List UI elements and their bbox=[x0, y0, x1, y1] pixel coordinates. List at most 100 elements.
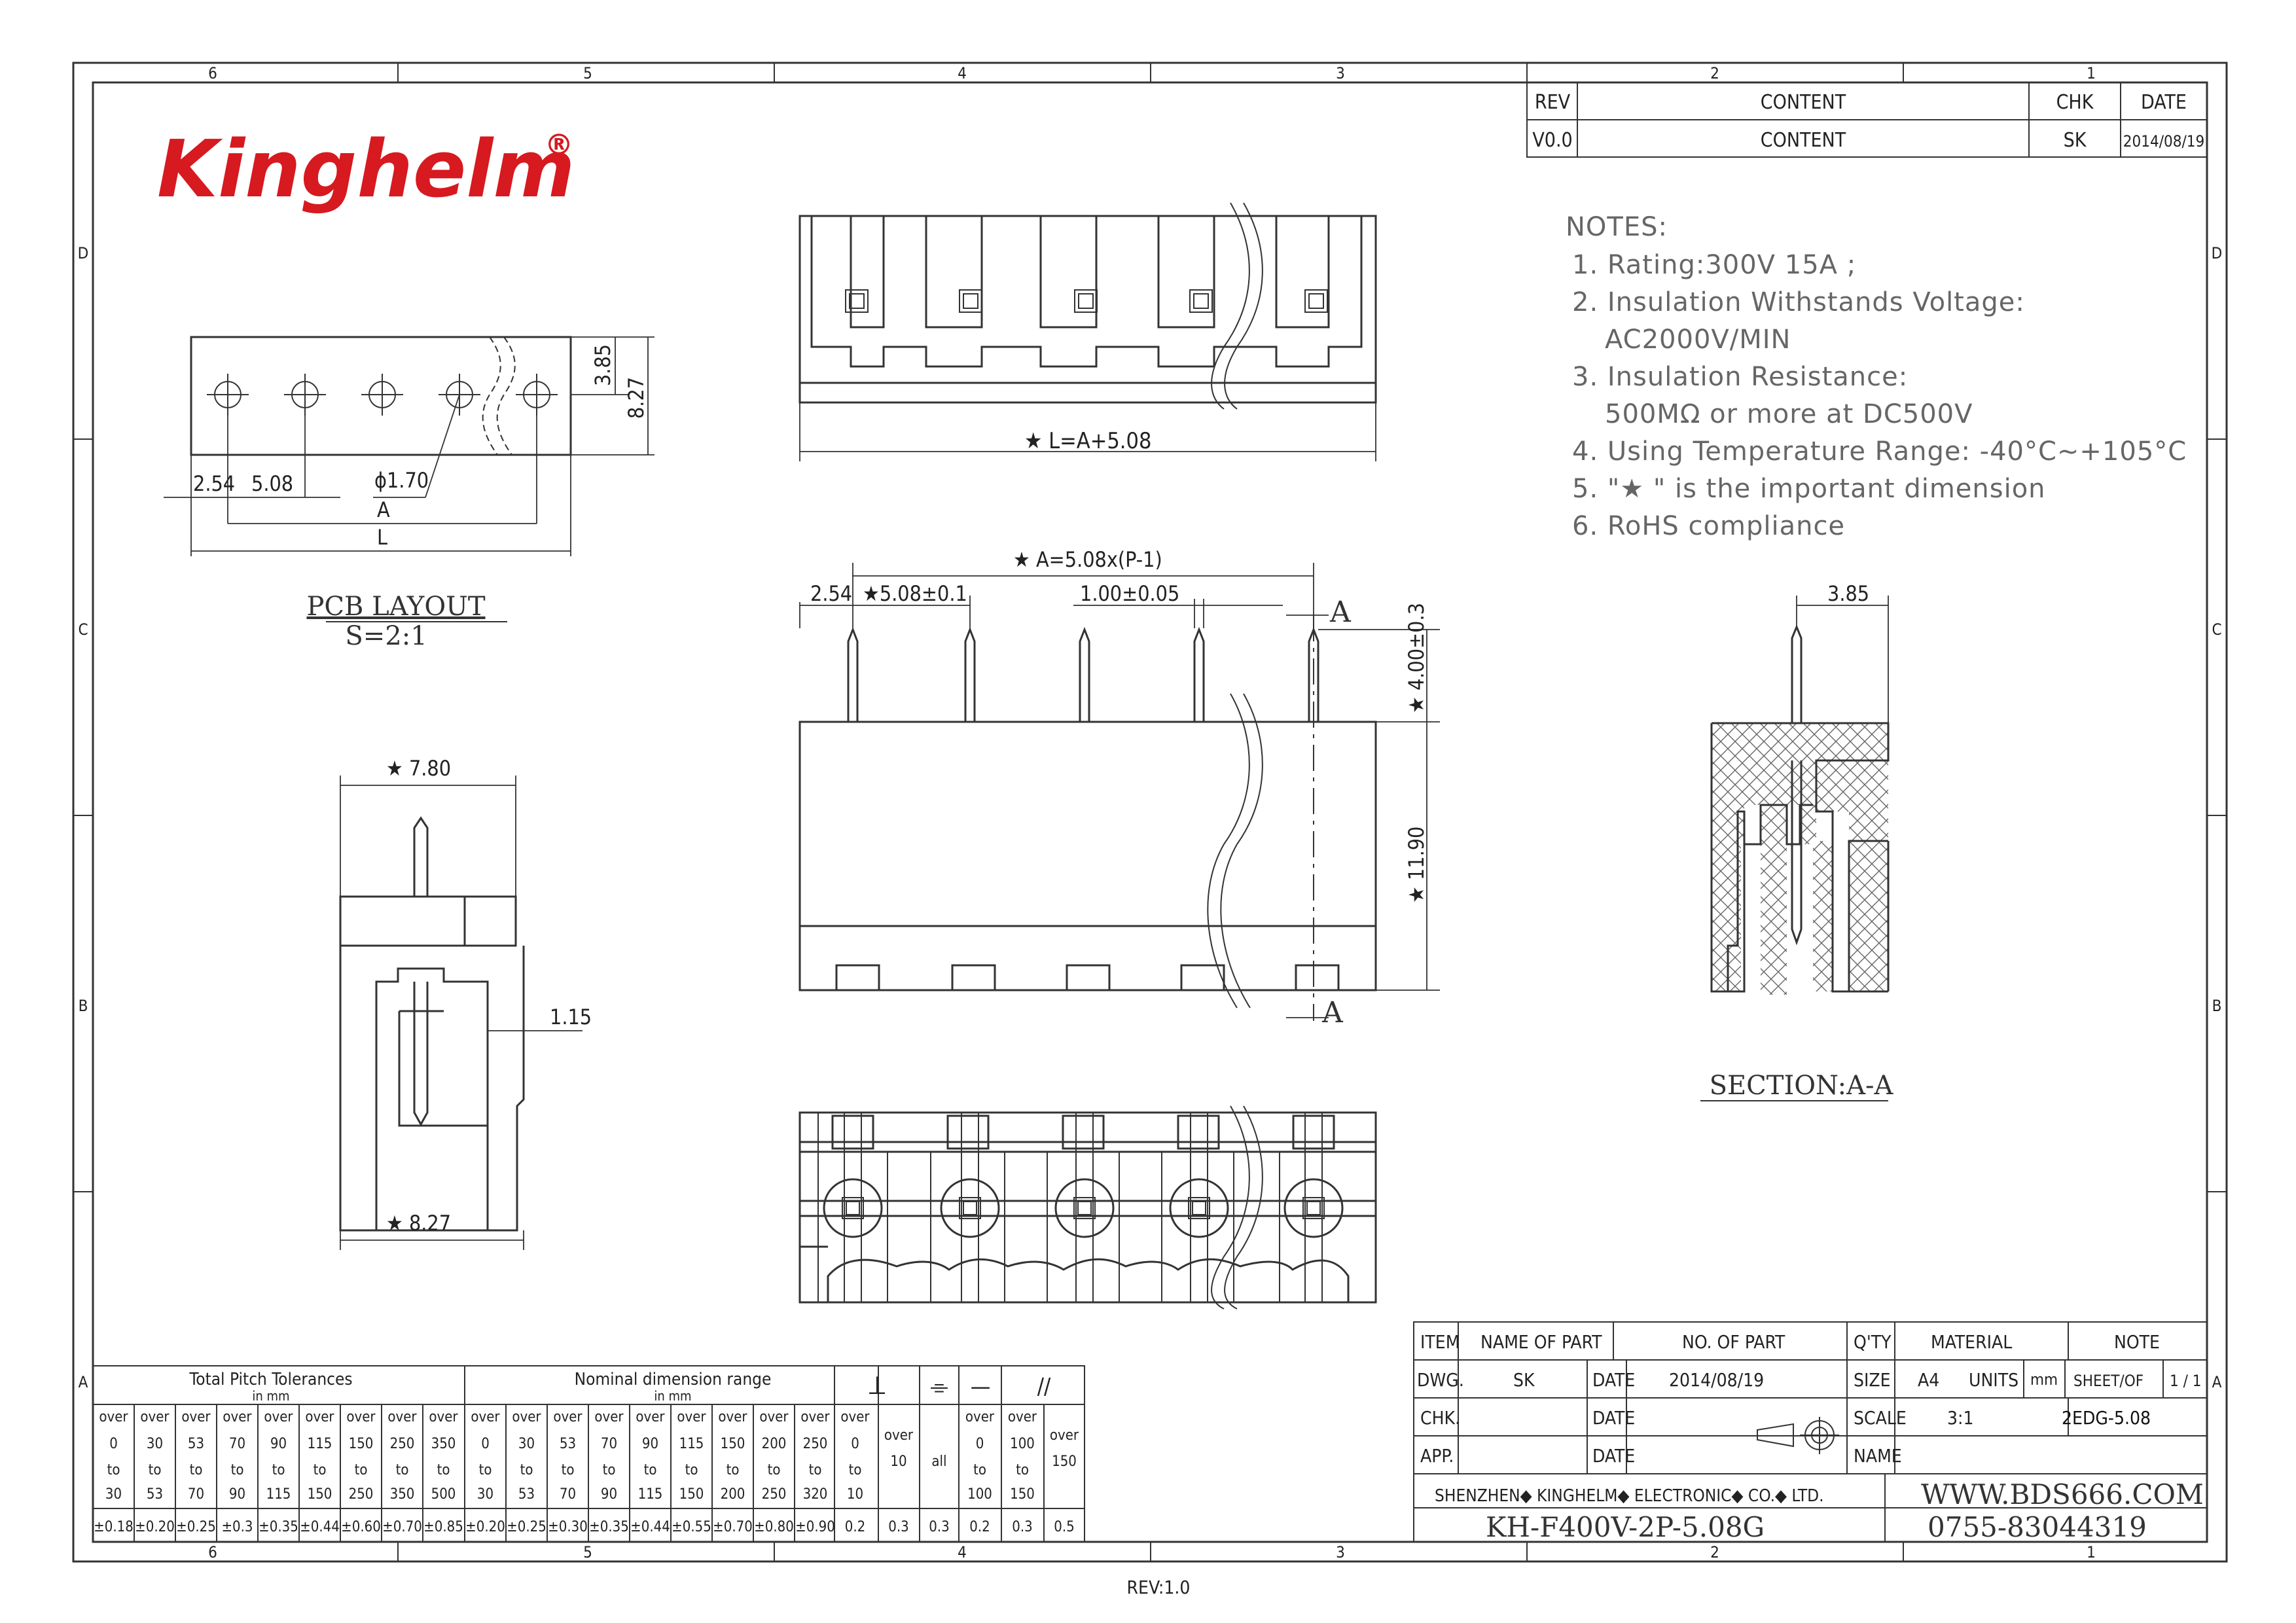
pitch-col-to-label: to bbox=[231, 1462, 244, 1478]
nominal-col-from: 70 bbox=[601, 1436, 617, 1452]
nominal-col-to-label: to bbox=[479, 1462, 492, 1478]
pcb-layout-view: 3.85 8.27 2.54 5.08 ϕ1.70 A L PCB LAYOUT… bbox=[164, 336, 655, 651]
dim-8-27: 8.27 bbox=[624, 377, 649, 419]
col-label: 2 bbox=[1710, 1543, 1719, 1561]
nominal-col-over: over bbox=[759, 1409, 789, 1425]
nominal-col-from: 250 bbox=[803, 1436, 828, 1452]
dim-l: L bbox=[377, 525, 387, 550]
row-label: C bbox=[2212, 620, 2221, 639]
nominal-col-from: 200 bbox=[762, 1436, 787, 1452]
col-label: 3 bbox=[1336, 1543, 1345, 1561]
note-item: 2. Insulation Withstands Voltage: bbox=[1572, 287, 2025, 317]
dim-11-90: ★ 11.90 bbox=[1404, 827, 1429, 903]
nominal-col-over: over bbox=[800, 1409, 830, 1425]
nominal-col-tolerance: ±0.90 bbox=[795, 1519, 835, 1535]
nominal-col-over: over bbox=[594, 1409, 624, 1425]
chk-value: SK bbox=[2064, 129, 2087, 152]
pcb-scale: S=2:1 bbox=[345, 621, 427, 651]
dim-3-85: 3.85 bbox=[590, 344, 615, 386]
tb-units: UNITS bbox=[1969, 1369, 2018, 1391]
tb-scale: SCALE bbox=[1854, 1407, 1907, 1429]
pitch-col-to-label: to bbox=[107, 1462, 120, 1478]
chk-header: CHK bbox=[2056, 91, 2094, 114]
dim-2-54-front: 2.54 bbox=[810, 581, 852, 606]
note-item: 4. Using Temperature Range: -40°C~+105°C bbox=[1572, 437, 2187, 467]
pitch-col-from: 0 bbox=[109, 1436, 118, 1452]
symbol-perpendicular: ⊥ bbox=[867, 1371, 887, 1400]
pitch-col-over: over bbox=[305, 1409, 334, 1425]
dim-7-80: ★ 7.80 bbox=[386, 756, 451, 781]
flat-tolerance: 0.3 bbox=[1012, 1519, 1032, 1535]
note-item: 6. RoHS compliance bbox=[1572, 511, 1845, 541]
front-view: ★ A=5.08x(P-1) 2.54 ★5.08±0.1 1.00±0.05 … bbox=[798, 547, 1440, 1029]
nominal-col-to: 70 bbox=[560, 1486, 576, 1503]
par-from: 150 bbox=[1052, 1454, 1077, 1470]
pitch-col-tolerance: ±0.60 bbox=[341, 1519, 381, 1535]
nominal-col-from: 115 bbox=[679, 1436, 704, 1452]
nominal-col-to-label: to bbox=[520, 1462, 533, 1478]
nominal-col-to: 53 bbox=[518, 1486, 535, 1503]
tb-item: ITEM bbox=[1420, 1331, 1460, 1353]
pitch-col-to: 500 bbox=[431, 1486, 456, 1503]
nominal-col-to: 30 bbox=[477, 1486, 493, 1503]
pitch-col-to-label: to bbox=[396, 1462, 409, 1478]
row-label: A bbox=[2212, 1373, 2222, 1391]
perp2-tolerance: 0.3 bbox=[888, 1519, 908, 1535]
tb-date-label: DATE bbox=[1592, 1369, 1635, 1391]
tb-dwg-value: SK bbox=[1513, 1369, 1535, 1391]
note-item: 5. "★ " is the important dimension bbox=[1572, 474, 2046, 504]
pitch-col-over: over bbox=[429, 1409, 458, 1425]
section-title: SECTION:A-A bbox=[1710, 1071, 1894, 1101]
pitch-col-tolerance: ±0.25 bbox=[176, 1519, 216, 1535]
pitch-col-from: 250 bbox=[390, 1436, 415, 1452]
nominal-col-from: 0 bbox=[481, 1436, 490, 1452]
flat-from: 0 bbox=[976, 1436, 984, 1452]
tb-size-value: A4 bbox=[1918, 1369, 1939, 1391]
tb-chk: CHK. bbox=[1420, 1407, 1460, 1429]
nominal-col-to-label: to bbox=[809, 1462, 822, 1478]
tb-date-label: DATE bbox=[1592, 1407, 1635, 1429]
tol-title-nominal: Nominal dimension range bbox=[575, 1370, 772, 1389]
col-label: 3 bbox=[1336, 64, 1345, 82]
tb-date-value: 2014/08/19 bbox=[1669, 1369, 1764, 1391]
tb-scale-value: 3:1 bbox=[1947, 1407, 1974, 1429]
dim-2-54: 2.54 bbox=[193, 471, 235, 496]
nominal-col-to-label: to bbox=[726, 1462, 740, 1478]
pitch-col-from: 150 bbox=[349, 1436, 374, 1452]
section-a-a-view: 3.85 SECTION:A-A bbox=[1700, 581, 1894, 1101]
nominal-col-to: 320 bbox=[803, 1486, 828, 1503]
pitch-col-over: over bbox=[181, 1409, 211, 1425]
zone-ticks bbox=[73, 63, 2227, 1561]
dim-pitch: ★5.08±0.1 bbox=[863, 581, 967, 606]
tb-name: NAME bbox=[1854, 1445, 1902, 1467]
dim-3-85-section: 3.85 bbox=[1827, 581, 1869, 606]
nominal-col-to-label: to bbox=[562, 1462, 575, 1478]
nominal-col-over: over bbox=[718, 1409, 747, 1425]
pitch-col-tolerance: ±0.44 bbox=[300, 1519, 340, 1535]
dim-8-27-side: ★ 8.27 bbox=[386, 1211, 451, 1236]
note-item: AC2000V/MIN bbox=[1605, 325, 1791, 355]
date-header: DATE bbox=[2141, 91, 2187, 114]
pitch-col-from: 115 bbox=[308, 1436, 332, 1452]
nominal-col-to-label: to bbox=[768, 1462, 781, 1478]
kinghelm-logo: Kinghelm bbox=[157, 124, 575, 215]
pitch-col-to: 350 bbox=[390, 1486, 415, 1503]
pitch-col-to-label: to bbox=[190, 1462, 203, 1478]
nominal-col-over: over bbox=[512, 1409, 541, 1425]
symbol-symmetry: ⌯ bbox=[930, 1374, 948, 1400]
nominal-col-tolerance: ±0.25 bbox=[507, 1519, 547, 1535]
flat-to: 100 bbox=[967, 1486, 992, 1503]
pitch-col-to-label: to bbox=[437, 1462, 450, 1478]
pitch-col-over: over bbox=[264, 1409, 293, 1425]
tb-part-number: 2EDG-5.08 bbox=[2062, 1407, 2151, 1429]
note-item: 3. Insulation Resistance: bbox=[1572, 362, 1908, 392]
pitch-col-over: over bbox=[223, 1409, 252, 1425]
pitch-col-to: 150 bbox=[308, 1486, 332, 1503]
nominal-col-over: over bbox=[677, 1409, 706, 1425]
dim-5-08: 5.08 bbox=[251, 471, 293, 496]
pitch-col-to: 90 bbox=[229, 1486, 245, 1503]
nominal-col-to-label: to bbox=[603, 1462, 616, 1478]
side-view: ★ 7.80 ★ 8.27 1.15 bbox=[339, 756, 592, 1250]
row-label: C bbox=[78, 620, 88, 639]
perp2-over: over bbox=[884, 1427, 914, 1444]
